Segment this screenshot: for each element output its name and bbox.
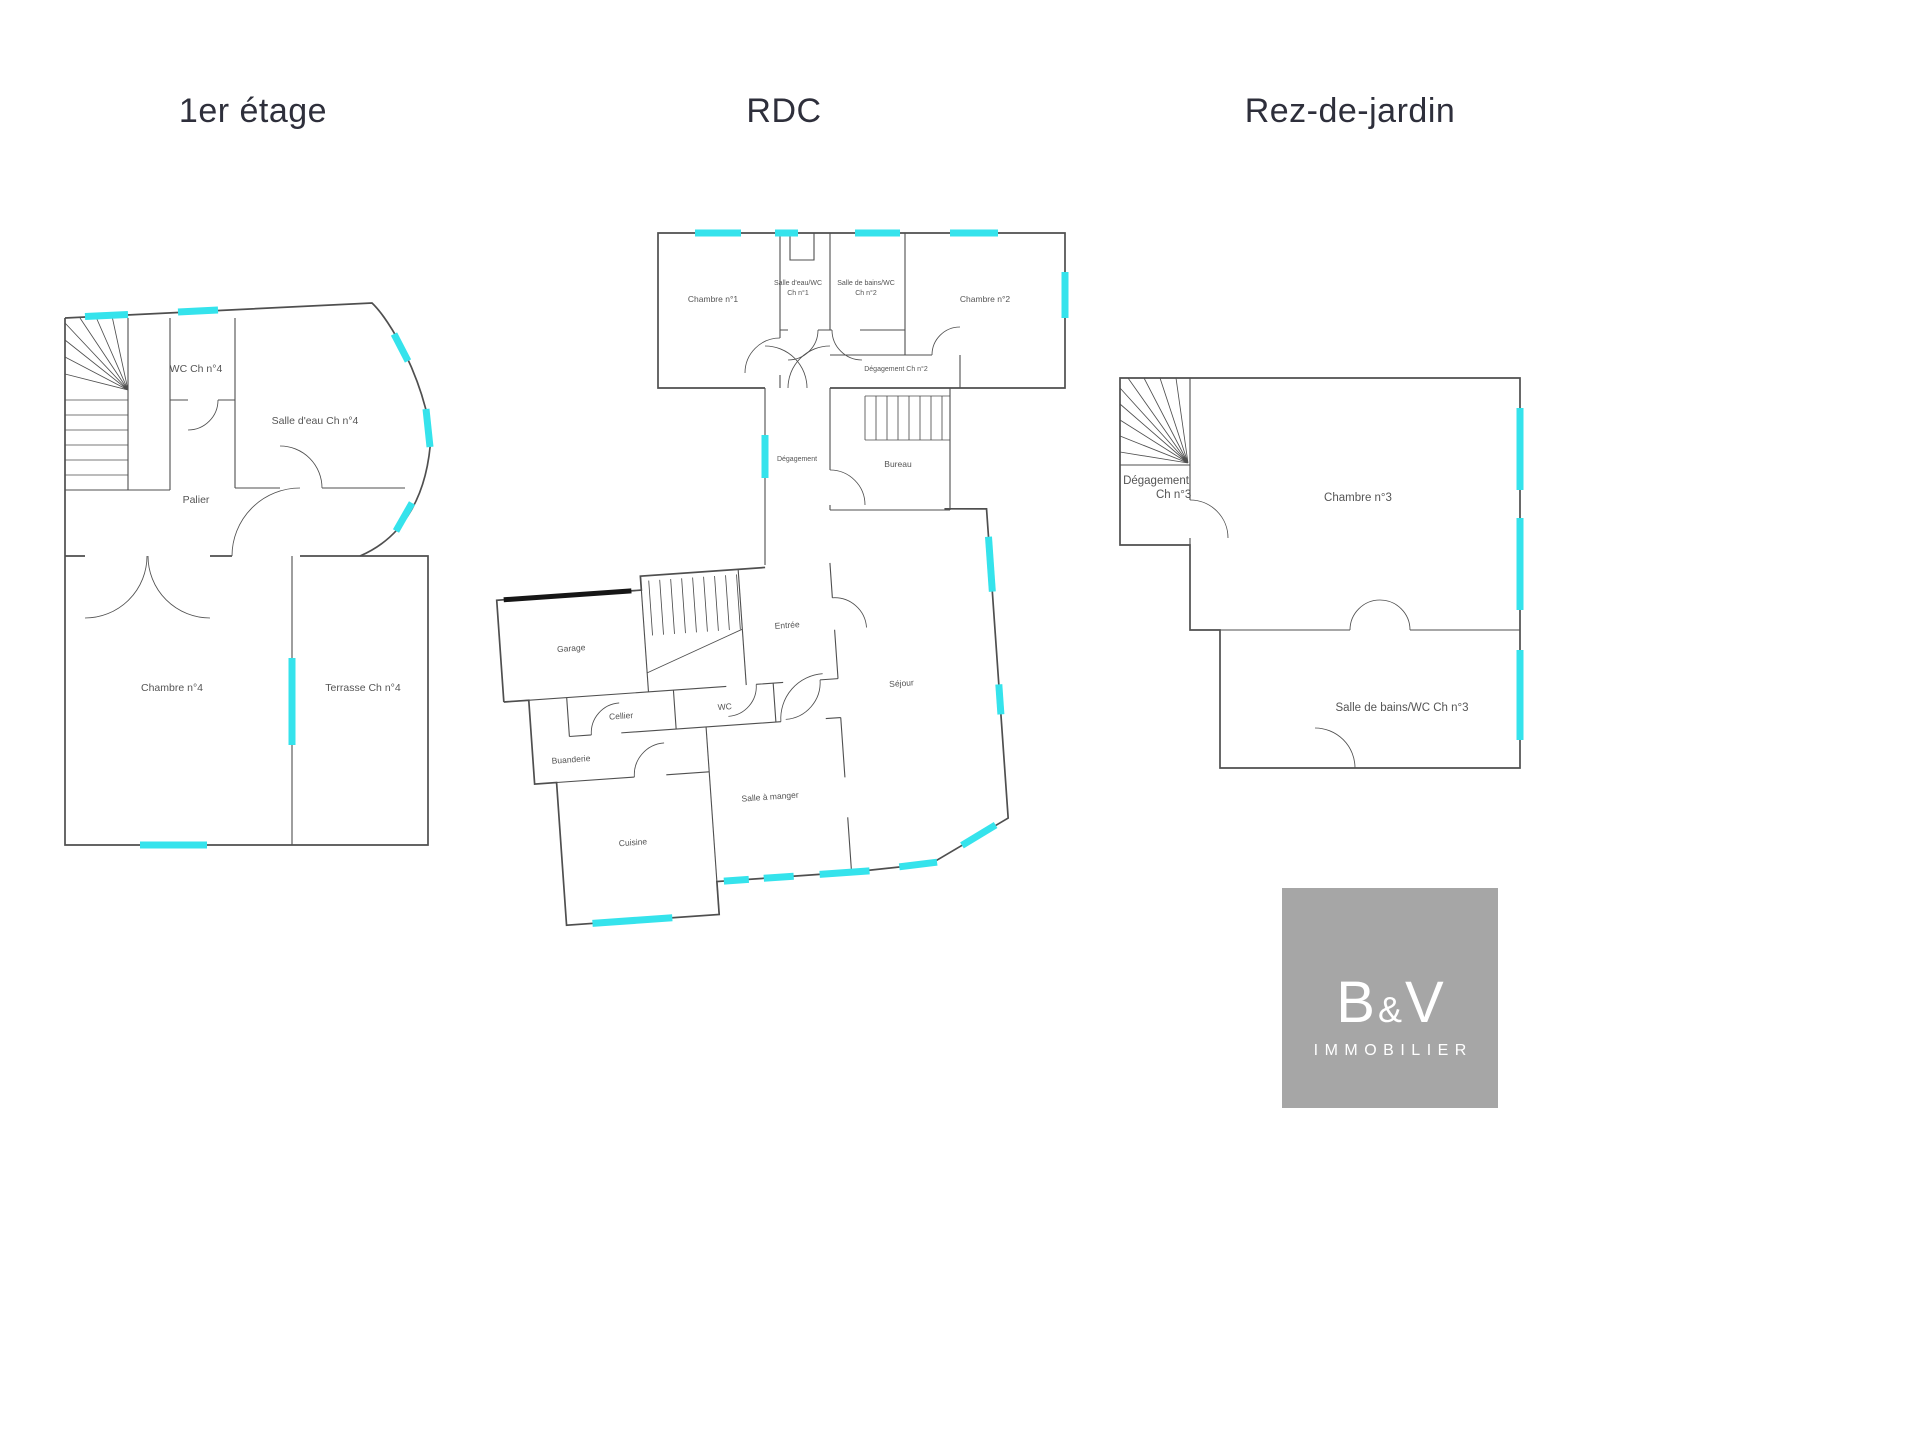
room-label-cellier: Cellier	[609, 710, 634, 722]
room-label-terrasse-ch4: Terrasse Ch n°4	[325, 682, 401, 694]
room-label-salle-eau-ch4: Salle d'eau Ch n°4	[272, 415, 359, 427]
garden-labels: Dégagement Ch n°3 Chambre n°3 Salle de b…	[1123, 475, 1468, 714]
logo-letter-b: B	[1336, 970, 1375, 1035]
first-floor-windows	[84, 306, 434, 849]
title-ground-floor: RDC	[746, 92, 822, 130]
rdc-upper-labels: Chambre n°1 Salle d'eau/WC Ch n°1 Salle …	[688, 280, 1010, 469]
room-label-palier: Palier	[183, 494, 210, 506]
floorplan-first-floor: WC Ch n°4 Salle d'eau Ch n°4 Palier Cham…	[64, 302, 434, 849]
logo-wordmark: B & V	[1336, 974, 1443, 1032]
rdc-entry-stairs	[646, 574, 743, 674]
room-label-salle-eau-ch1-line2: Ch n°1	[787, 289, 809, 297]
room-label-degagement-ch3-line2: Ch n°3	[1156, 489, 1191, 501]
garage-door	[503, 588, 632, 603]
logo-letter-v: V	[1405, 970, 1444, 1035]
garden-door-arcs	[1189, 499, 1411, 769]
room-label-chambre2: Chambre n°2	[960, 294, 1010, 304]
rdc-lower-block: Garage Entrée WC Cellier Buanderie Cuisi…	[495, 507, 1010, 927]
room-label-degagement-ch3-line1: Dégagement	[1123, 475, 1190, 487]
room-label-sdb-ch2-line1: Salle de bains/WC	[837, 280, 895, 287]
room-label-salle-a-manger: Salle à manger	[741, 790, 799, 804]
first-floor-walls	[64, 302, 432, 846]
room-label-degagement-ch2: Dégagement Ch n°2	[864, 365, 928, 373]
garden-walls	[1119, 377, 1521, 769]
first-floor-stairs	[64, 315, 129, 476]
title-garden-level: Rez-de-jardin	[1244, 92, 1456, 130]
logo-ampersand: &	[1377, 989, 1402, 1030]
rdc-upper-windows	[695, 229, 1069, 478]
garden-stairs	[1119, 377, 1189, 464]
rdc-bureau-stairs	[864, 395, 950, 441]
agency-logo: B & V IMMOBILIER	[1282, 888, 1498, 1108]
room-label-garage: Garage	[557, 642, 586, 654]
rdc-lower-windows	[592, 536, 1005, 927]
logo-subtitle: IMMOBILIER	[1313, 1042, 1473, 1059]
room-label-degagement-corridor: Dégagement	[777, 456, 817, 463]
first-floor-labels: WC Ch n°4 Salle d'eau Ch n°4 Palier Cham…	[141, 363, 401, 694]
room-label-sdb-ch3: Salle de bains/WC Ch n°3	[1335, 702, 1468, 714]
rdc-upper-door-arcs	[744, 326, 961, 506]
room-label-cuisine: Cuisine	[618, 836, 647, 848]
rdc-lower-walls	[495, 507, 1010, 927]
room-label-bureau: Bureau	[884, 459, 912, 469]
room-label-wc-ch4: WC Ch n°4	[170, 363, 223, 375]
room-label-chambre1: Chambre n°1	[688, 294, 738, 304]
room-label-salle-eau-ch1-line1: Salle d'eau/WC	[774, 280, 822, 287]
room-label-chambre4: Chambre n°4	[141, 682, 203, 694]
rdc-lower-door-arcs	[590, 597, 867, 778]
room-label-entree: Entrée	[774, 619, 800, 631]
room-label-sdb-ch2-line2: Ch n°2	[855, 289, 877, 297]
room-label-wc: WC	[717, 701, 732, 712]
rdc-lower-labels: Garage Entrée WC Cellier Buanderie Cuisi…	[551, 619, 914, 848]
first-floor-door-arcs	[84, 399, 323, 619]
room-label-chambre3: Chambre n°3	[1324, 492, 1392, 504]
floorplan-ground-floor: Chambre n°1 Salle d'eau/WC Ch n°1 Salle …	[495, 229, 1069, 927]
title-first-floor: 1er étage	[178, 92, 328, 130]
room-label-buanderie: Buanderie	[551, 753, 591, 766]
floorplan-garden-level: Dégagement Ch n°3 Chambre n°3 Salle de b…	[1119, 377, 1524, 769]
room-label-sejour: Séjour	[889, 677, 914, 689]
